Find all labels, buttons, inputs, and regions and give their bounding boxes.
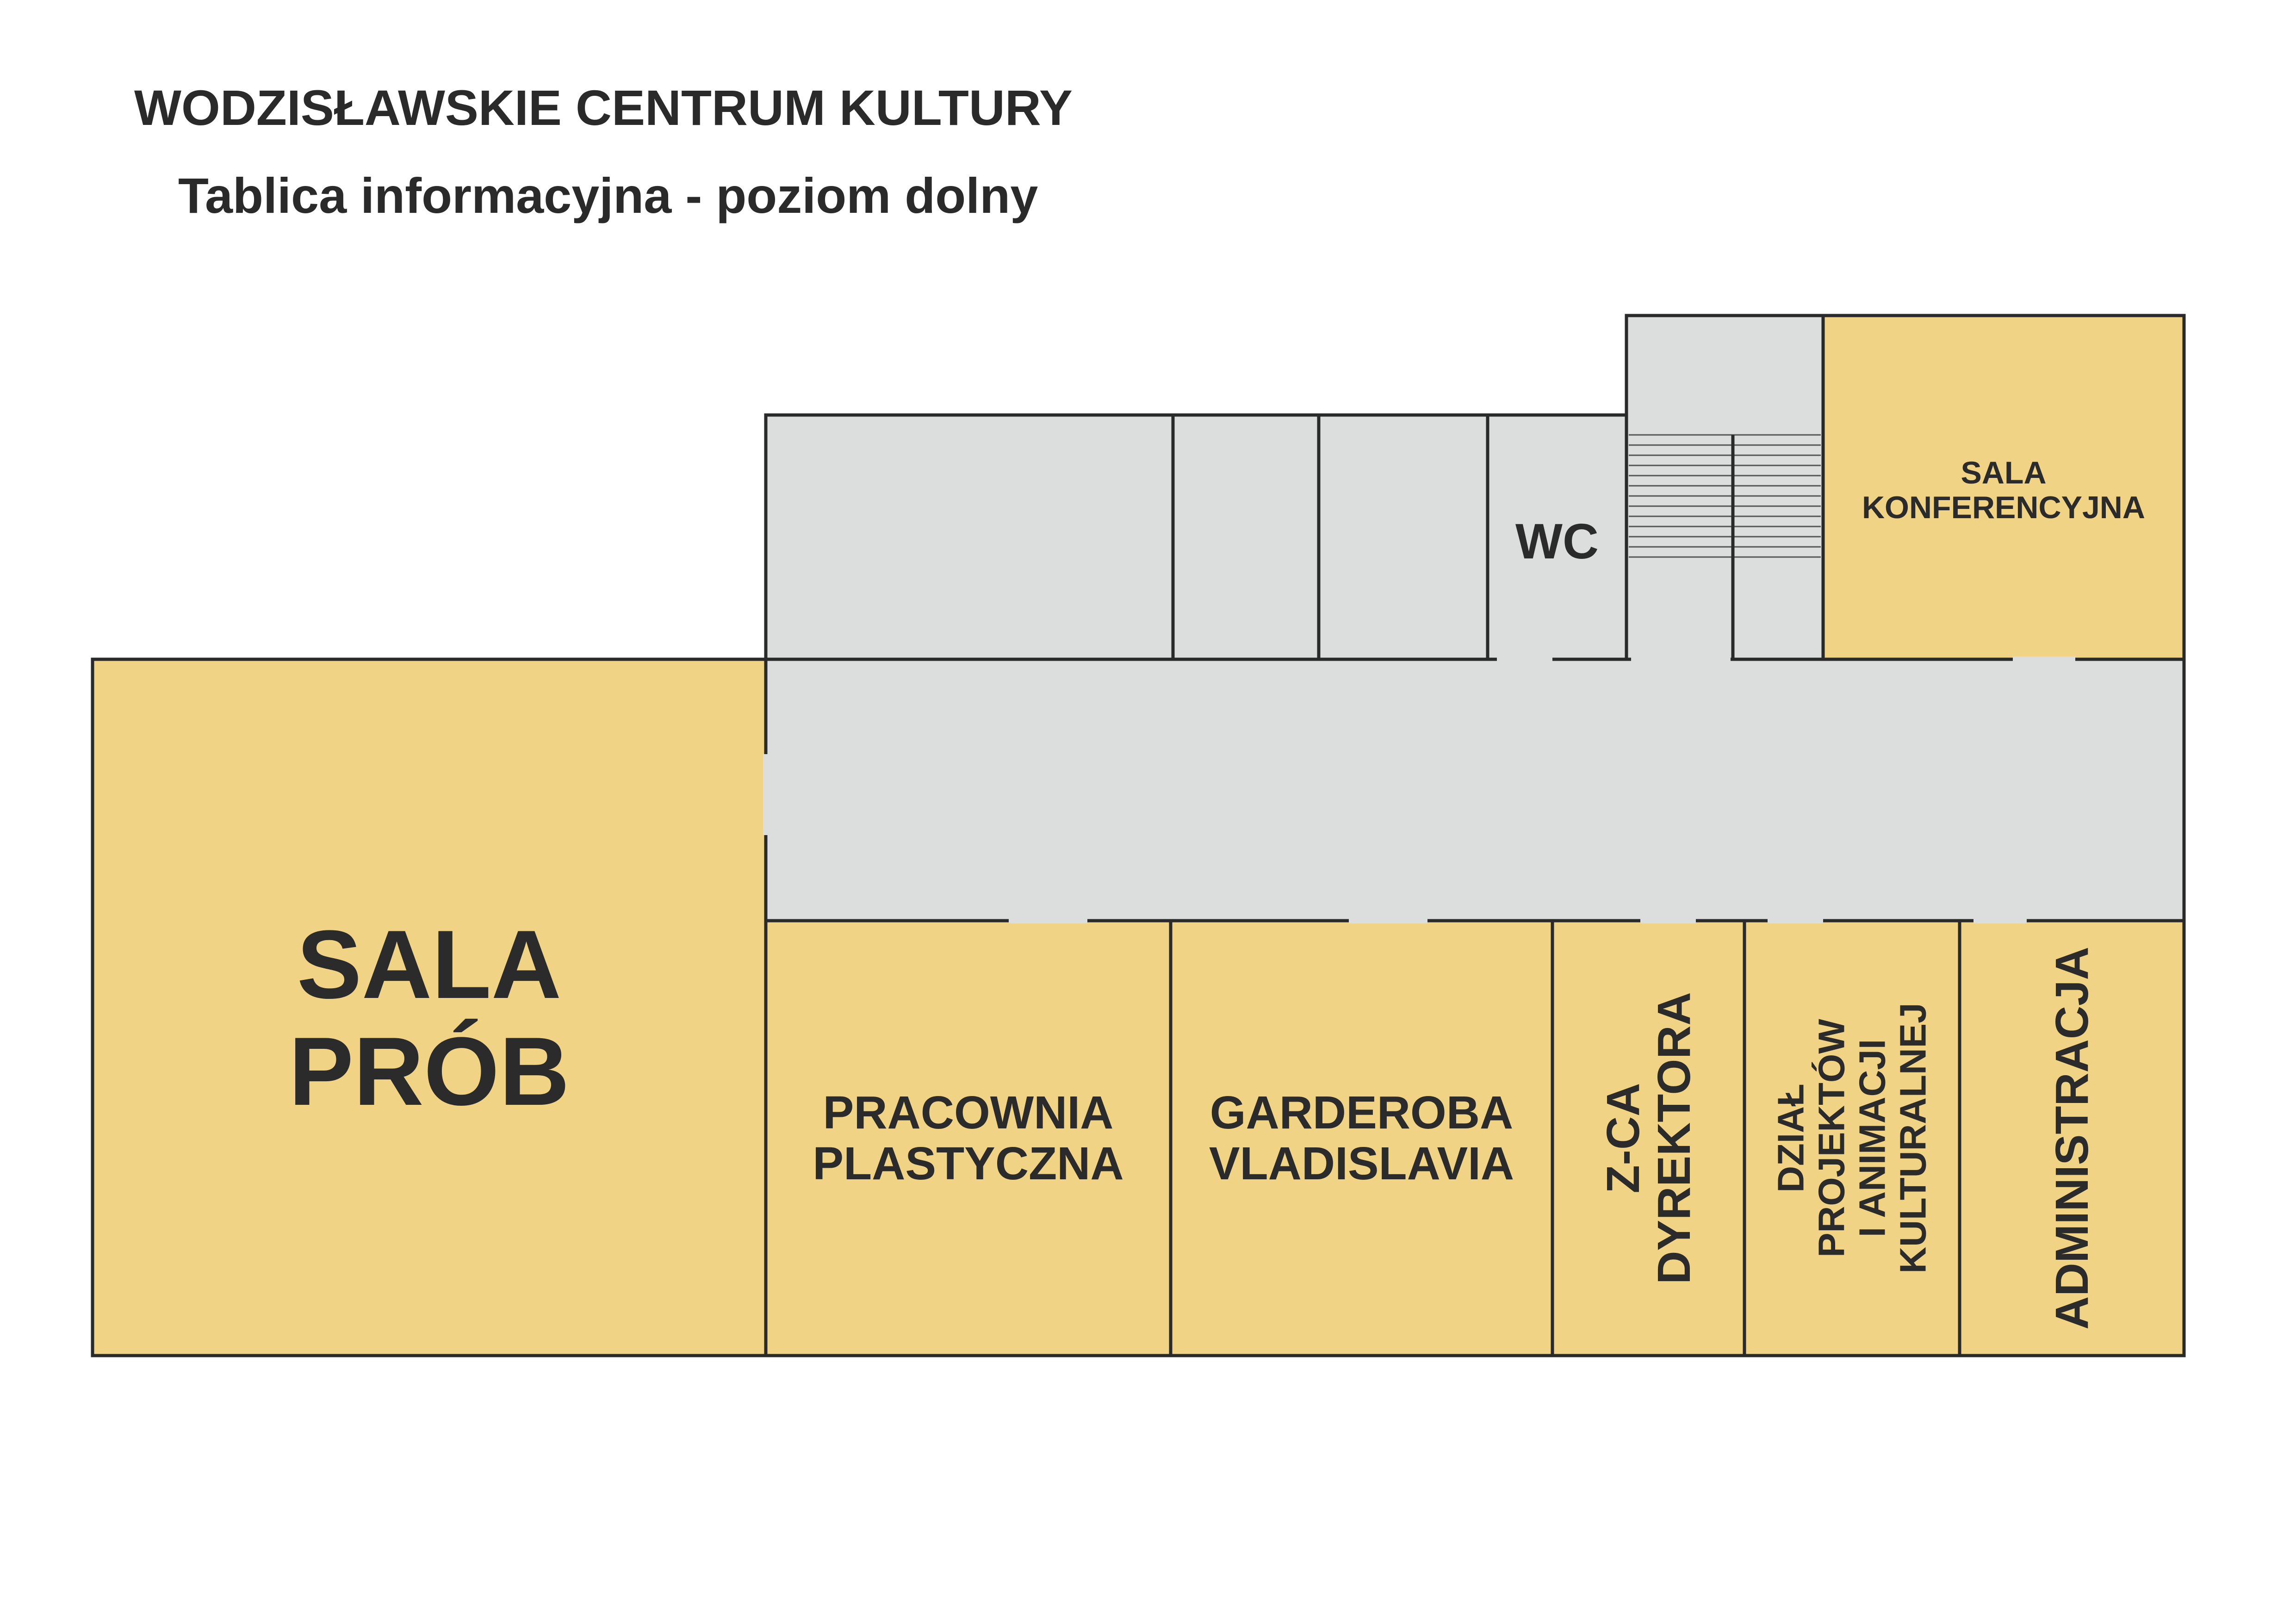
room-label-sala-prob-box: SALA PRÓB bbox=[93, 879, 766, 1157]
room-label-pracownia-box: PRACOWNIA PLASTYCZNA bbox=[766, 1064, 1171, 1212]
room-label-garderoba: GARDEROBA VLADISLAVIA bbox=[1209, 1087, 1514, 1189]
room-label-dzial: DZIAŁ PROJEKTÓW I ANIMACJI KULTURALNEJ bbox=[1770, 1003, 1934, 1274]
stair-treads bbox=[1629, 434, 1821, 558]
room-label-wc-box: WC bbox=[1488, 500, 1626, 583]
room-label-wc: WC bbox=[1515, 513, 1599, 569]
room-label-pracownia: PRACOWNIA PLASTYCZNA bbox=[813, 1087, 1124, 1189]
wc-room bbox=[1486, 413, 1628, 661]
room-label-konferencyjna: SALA KONFERENCYJNA bbox=[1862, 455, 2146, 525]
room-label-garderoba-box: GARDEROBA VLADISLAVIA bbox=[1171, 1064, 1552, 1212]
room-label-konferencyjna-box: SALA KONFERENCYJNA bbox=[1823, 430, 2184, 551]
room-label-dzial-box: DZIAŁ PROJEKTÓW I ANIMACJI KULTURALNEJ bbox=[1744, 921, 1960, 1356]
upper-room-2 bbox=[1171, 413, 1321, 661]
page-subtitle: Tablica informacyjna - poziom dolny bbox=[178, 167, 1038, 223]
room-sala-prob bbox=[91, 657, 768, 1357]
room-label-zca: Z-CA DYREKTORA bbox=[1597, 992, 1700, 1284]
room-label-zca-box: Z-CA DYREKTORA bbox=[1552, 921, 1744, 1356]
staircase bbox=[1625, 314, 1825, 661]
room-pracownia bbox=[764, 919, 1173, 1357]
upper-room-3 bbox=[1317, 413, 1489, 661]
room-label-administracja: ADMINISTRACJA bbox=[2046, 947, 2098, 1330]
room-dzial bbox=[1743, 919, 1961, 1357]
room-garderoba bbox=[1169, 919, 1554, 1357]
room-administracja bbox=[1958, 919, 2186, 1357]
room-konferencyjna bbox=[1821, 314, 2186, 661]
door-gaps bbox=[763, 657, 2075, 923]
page-title: WODZISŁAWSKIE CENTRUM KULTURY bbox=[134, 80, 1073, 136]
room-label-administracja-box: ADMINISTRACJA bbox=[1960, 921, 2184, 1356]
corridor bbox=[764, 657, 2186, 923]
room-zca bbox=[1551, 919, 1746, 1357]
upper-room-1 bbox=[764, 413, 1175, 661]
room-label-sala-prob: SALA PRÓB bbox=[289, 910, 570, 1126]
